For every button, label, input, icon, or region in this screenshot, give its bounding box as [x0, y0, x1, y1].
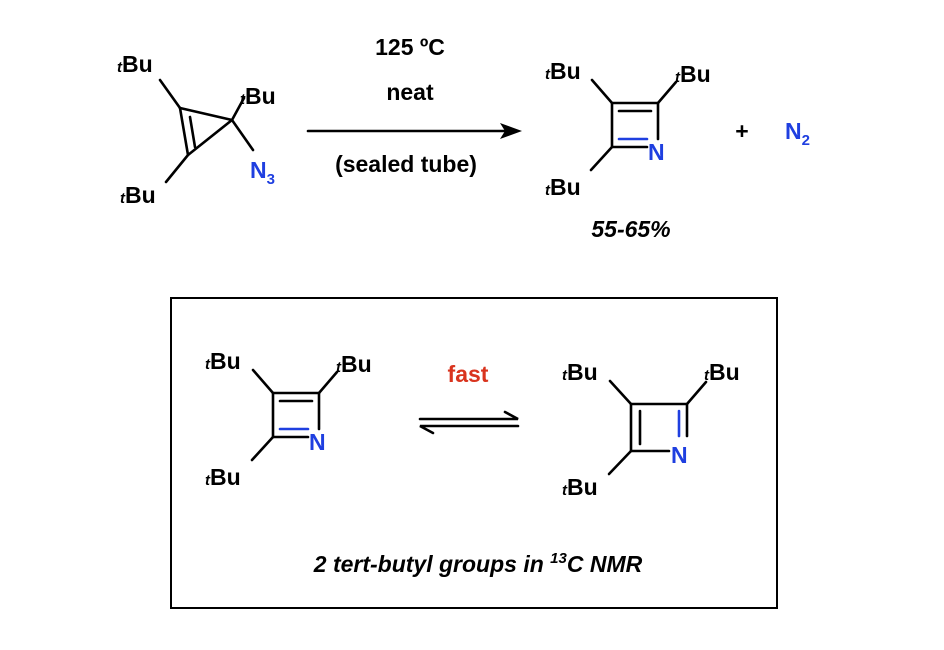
azete-bond-tbu-tl [590, 78, 614, 105]
reactant-azidocyclopropene: tBu tBu tBu N3 [117, 51, 276, 208]
tbu-label: tBu [117, 51, 153, 77]
azete-bond-tbu-tr [317, 370, 339, 395]
azete-bond-tbu-tr [656, 80, 678, 105]
reverse-harpoon [419, 424, 520, 435]
reaction-arrow-head [500, 123, 522, 139]
yield-label: 55-65% [591, 216, 670, 242]
tbu-label: tBu [240, 83, 276, 109]
cp-bond-c1-c2 [178, 106, 190, 157]
tbu-label: tBu [120, 182, 156, 208]
azete-left: N tBu tBu tBu [205, 348, 372, 490]
azete-right: N tBu tBu tBu [562, 359, 740, 500]
cp-bond-c2-c3 [186, 118, 234, 157]
forward-harpoon [418, 410, 519, 421]
azete-bond-tbu-bl [607, 449, 633, 476]
tbu-label: tBu [336, 351, 372, 377]
equilibrium-arrows: fast [418, 361, 520, 435]
tbu-label: tBu [545, 58, 581, 84]
tbu-label: tBu [675, 61, 711, 87]
condition-temperature: 125 ºC [375, 34, 445, 60]
equilibrium-box [170, 297, 778, 609]
azete-nitrogen: N [648, 139, 665, 165]
tbu-label: tBu [545, 174, 581, 200]
cp-bond-c2-tbu [164, 153, 190, 184]
azete-bond-tbu-bl [589, 145, 614, 172]
azete-bond-tbu-tl [608, 379, 633, 406]
cp-bond-c3-azide [230, 118, 255, 152]
cp-bond-c1-tbu [158, 78, 182, 110]
tbu-label: tBu [704, 359, 740, 385]
nitrogen-gas: N2 [785, 118, 810, 149]
azete-nitrogen: N [309, 429, 326, 455]
azide-label: N3 [250, 157, 275, 188]
tbu-label: tBu [562, 474, 598, 500]
plus-sign: + [735, 118, 748, 144]
tbu-label: tBu [205, 464, 241, 490]
condition-medium: neat [386, 79, 434, 105]
cp-bond-c1-c3 [178, 106, 234, 122]
fast-label: fast [448, 361, 489, 387]
azete-bond-tbu-tr [685, 380, 708, 406]
tbu-label: tBu [562, 359, 598, 385]
tbu-label: tBu [205, 348, 241, 374]
azete-bond-tbu-tl [251, 368, 275, 395]
product-azete: N tBu tBu tBu [545, 58, 711, 200]
reaction-arrow-group: 125 ºC neat (sealed tube) [306, 34, 522, 177]
cp-double-bond-inner [188, 115, 197, 149]
azete-nitrogen: N [671, 442, 688, 468]
nmr-caption: 2 tert-butyl groups in 13C NMR [313, 550, 643, 577]
condition-vessel: (sealed tube) [335, 151, 477, 177]
cp-bond-c3-tbu [230, 96, 246, 122]
azete-bond-tbu-bl [250, 435, 275, 462]
